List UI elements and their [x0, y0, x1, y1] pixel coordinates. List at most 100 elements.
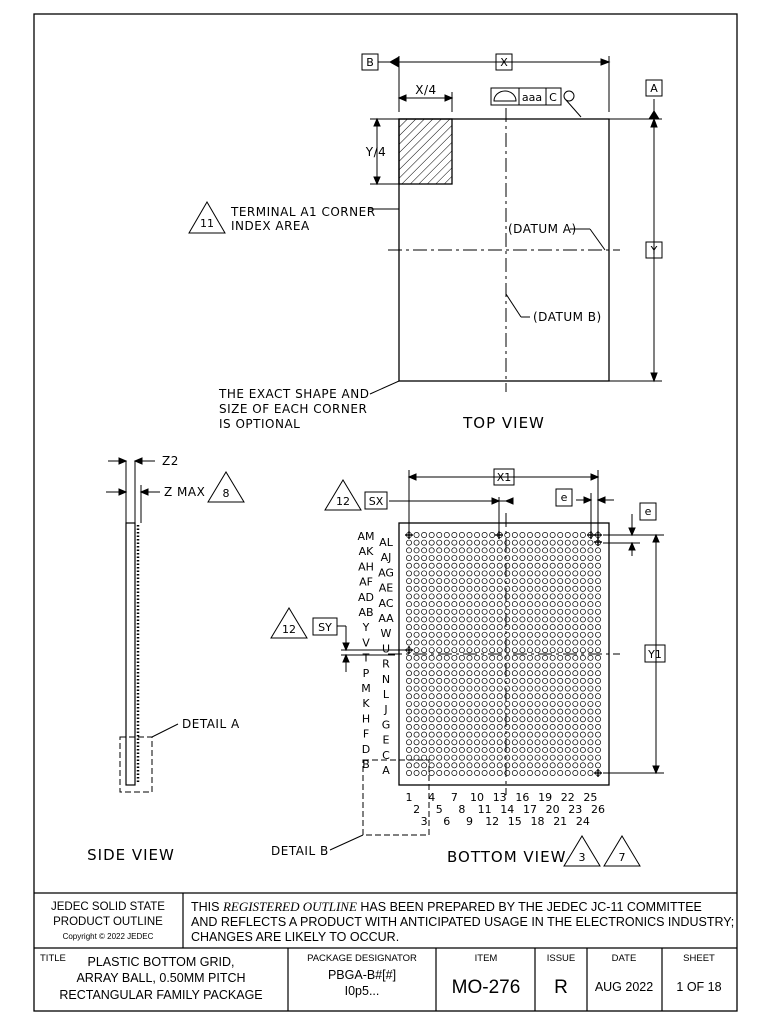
solder-ball — [587, 762, 594, 769]
solder-ball — [595, 754, 601, 761]
solder-ball — [451, 547, 458, 554]
solder-ball — [595, 601, 601, 608]
solder-ball — [595, 685, 601, 692]
solder-ball — [595, 677, 601, 684]
solder-ball — [466, 770, 473, 776]
solder-ball — [428, 578, 435, 585]
tolerance-frame — [490, 87, 562, 106]
solder-ball — [443, 631, 450, 638]
solder-ball — [587, 662, 594, 669]
solder-ball — [549, 700, 556, 707]
solder-ball — [436, 739, 443, 746]
title-block — [34, 892, 737, 1011]
solder-ball — [458, 670, 465, 677]
solder-ball — [489, 601, 496, 608]
solder-ball — [511, 601, 518, 608]
solder-ball — [572, 754, 579, 761]
solder-ball — [413, 639, 420, 646]
solder-ball — [413, 716, 420, 723]
solder-ball — [549, 562, 556, 569]
solder-ball — [579, 677, 586, 684]
solder-ball — [406, 747, 412, 753]
solder-ball — [489, 716, 496, 723]
solder-ball — [489, 532, 496, 538]
solder-ball — [519, 731, 526, 738]
solder-ball — [489, 539, 496, 546]
solder-ball — [557, 562, 564, 569]
solder-ball — [413, 601, 420, 608]
solder-ball — [481, 539, 488, 546]
solder-ball — [451, 747, 458, 753]
solder-ball — [504, 532, 511, 538]
solder-ball — [534, 708, 541, 715]
solder-ball — [406, 562, 412, 569]
solder-ball — [549, 708, 556, 715]
solder-ball — [542, 693, 549, 700]
solder-ball — [466, 532, 473, 538]
solder-ball — [595, 662, 601, 669]
corner-note-line2: SIZE OF EACH CORNER — [219, 402, 367, 416]
solder-ball — [436, 555, 443, 561]
sx-box — [364, 491, 388, 510]
solder-ball — [572, 616, 579, 623]
solder-ball — [413, 616, 420, 623]
row-letter: G — [382, 718, 391, 731]
solder-ball — [564, 700, 571, 707]
solder-ball — [474, 754, 480, 761]
solder-ball — [466, 555, 473, 561]
solder-ball — [489, 693, 496, 700]
solder-ball — [527, 555, 533, 561]
solder-ball — [595, 647, 601, 654]
solder-ball — [496, 616, 503, 623]
note-3-triangle — [563, 835, 601, 867]
solder-ball — [572, 700, 579, 707]
solder-ball — [443, 723, 450, 730]
solder-ball — [474, 716, 480, 723]
solder-ball — [564, 631, 571, 638]
solder-ball — [443, 654, 450, 661]
solder-ball — [406, 578, 412, 585]
solder-ball — [474, 762, 480, 769]
solder-ball — [428, 585, 435, 592]
solder-ball — [549, 616, 556, 623]
a1-corner-index-area — [398, 118, 453, 185]
solder-ball — [443, 754, 450, 761]
solder-ball — [587, 608, 594, 615]
solder-ball — [564, 716, 571, 723]
solder-ball — [496, 693, 503, 700]
solder-ball — [481, 723, 488, 730]
solder-ball — [534, 739, 541, 746]
solder-ball — [564, 585, 571, 592]
solder-ball — [549, 662, 556, 669]
solder-ball — [527, 677, 533, 684]
solder-ball — [527, 532, 533, 538]
solder-ball — [443, 570, 450, 577]
solder-ball — [557, 593, 564, 600]
solder-ball — [534, 532, 541, 538]
solder-ball — [587, 739, 594, 746]
solder-ball — [436, 677, 443, 684]
row-letter: A — [382, 764, 390, 777]
solder-ball — [496, 747, 503, 753]
solder-ball — [504, 770, 511, 776]
solder-ball — [451, 562, 458, 569]
solder-ball — [579, 593, 586, 600]
e-label-horizontal: e — [561, 491, 568, 504]
solder-ball — [436, 731, 443, 738]
solder-ball — [496, 700, 503, 707]
solder-ball — [428, 754, 435, 761]
note-11-triangle — [188, 201, 226, 234]
solder-ball — [413, 608, 420, 615]
column-number: 6 — [443, 815, 450, 828]
solder-ball — [595, 700, 601, 707]
solder-ball — [451, 739, 458, 746]
solder-ball — [474, 731, 480, 738]
sheet-header: SHEET — [683, 953, 715, 964]
solder-ball — [428, 770, 435, 776]
solder-ball — [481, 631, 488, 638]
solder-ball — [557, 670, 564, 677]
row-letter: K — [362, 697, 370, 710]
corner-note-line1: THE EXACT SHAPE AND — [218, 387, 369, 401]
solder-ball — [428, 708, 435, 715]
